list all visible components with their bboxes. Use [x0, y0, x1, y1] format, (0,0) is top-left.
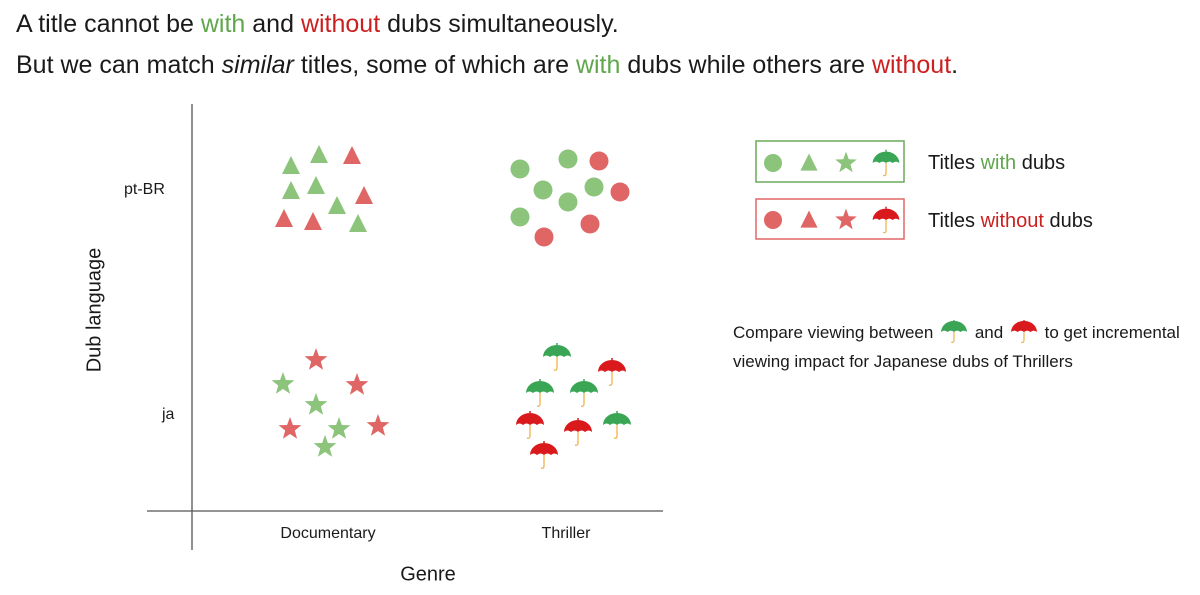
headline-line1-segment-0: A title cannot be: [16, 10, 201, 38]
triangle-marker-with-icon: [328, 196, 346, 214]
legend-with-pre: Titles: [928, 152, 981, 174]
headline-line2-segment-0: But we can match: [16, 51, 222, 79]
note-part-1: Compare viewing between: [733, 323, 934, 342]
legend-with-box: [755, 140, 905, 183]
umbrella-marker-with-icon: [603, 411, 631, 439]
star-marker-without-icon: [278, 417, 302, 439]
group-documentary-pt-br: [275, 145, 373, 232]
circle-marker-with-icon: [558, 149, 578, 169]
umbrella-marker-without-icon: [530, 441, 558, 469]
star-marker-with-icon: [271, 372, 295, 394]
umbrella-marker-with-icon: [543, 343, 571, 371]
triangle-marker-with-icon: [310, 145, 328, 163]
group-thriller-ja: [516, 343, 631, 469]
headline-line2-segment-3: with: [575, 51, 621, 79]
headline-line1-segment-4: dubs simultaneously.: [380, 10, 619, 38]
headline-line1-segment-2: and: [245, 10, 301, 38]
group-documentary-ja: [271, 348, 390, 457]
star-marker-with-icon: [304, 393, 328, 415]
note-part-2: and: [974, 323, 1004, 342]
triangle-marker-without-icon: [800, 210, 818, 228]
circle-marker-with-icon: [510, 207, 530, 227]
y-axis-label: Dub language: [83, 247, 106, 373]
legend-with-accent: with: [980, 152, 1017, 174]
circle-marker-without-icon: [763, 210, 783, 230]
circle-marker-without-icon: [589, 151, 609, 171]
star-marker-without-icon: [304, 348, 328, 370]
x-tick-documentary: Documentary: [280, 525, 376, 542]
group-thriller-pt-br: [510, 149, 630, 247]
y-tick-ja: ja: [162, 406, 175, 423]
legend-icons: [763, 149, 900, 234]
circle-marker-with-icon: [584, 177, 604, 197]
legend-with-post: dubs: [1016, 152, 1066, 174]
marker-layer: [271, 145, 631, 469]
umbrella-marker-with-icon: [570, 379, 598, 407]
legend-without-accent: without: [980, 210, 1044, 232]
y-tick-pt-br: pt-BR: [124, 181, 165, 198]
umbrella-marker-without-icon: [564, 418, 592, 446]
legend-without-post: dubs: [1043, 210, 1093, 232]
headline-line1-segment-1: with: [200, 10, 246, 38]
umbrella-marker-without-icon: [872, 206, 900, 234]
headline-line1-segment-3: without: [300, 10, 381, 38]
headline-line2-segment-2: titles, some of which are: [293, 51, 576, 79]
umbrella-marker-without-icon: [516, 411, 544, 439]
star-marker-without-icon: [345, 373, 369, 395]
triangle-marker-without-icon: [275, 209, 293, 227]
umbrella-green-icon: [941, 320, 968, 343]
legend-with-label: Titles with dubs: [928, 152, 1065, 175]
umbrella-red-icon: [1010, 320, 1037, 343]
triangle-marker-with-icon: [800, 153, 818, 171]
star-marker-with-icon: [313, 435, 337, 457]
note-part-3: to get incremental viewing impact for Ja…: [733, 323, 1180, 371]
circle-marker-with-icon: [763, 153, 783, 173]
triangle-marker-with-icon: [282, 156, 300, 174]
umbrella-marker-with-icon: [526, 379, 554, 407]
circle-marker-with-icon: [510, 159, 530, 179]
comparison-note: Compare viewing between and to get incre…: [733, 318, 1193, 376]
star-marker-without-icon: [366, 414, 390, 436]
star-marker-with-icon: [327, 417, 351, 439]
x-tick-thriller: Thriller: [541, 525, 591, 542]
umbrella-marker-with-icon: [872, 149, 900, 177]
umbrella-marker-without-icon: [598, 358, 626, 386]
headline-line-1: A title cannot be with and without dubs …: [16, 10, 619, 39]
circle-marker-with-icon: [533, 180, 553, 200]
triangle-marker-without-icon: [355, 186, 373, 204]
triangle-marker-without-icon: [304, 212, 322, 230]
legend-without-pre: Titles: [928, 210, 981, 232]
triangle-marker-with-icon: [349, 214, 367, 232]
headline-line2-segment-1: similar: [221, 51, 294, 79]
headline-line2-segment-4: dubs while others are: [620, 51, 872, 79]
star-marker-with-icon: [835, 151, 857, 173]
circle-marker-with-icon: [558, 192, 578, 212]
circle-marker-without-icon: [534, 227, 554, 247]
circle-marker-without-icon: [580, 214, 600, 234]
legend-without-box: [755, 198, 905, 240]
triangle-marker-with-icon: [307, 176, 325, 194]
triangle-marker-with-icon: [282, 181, 300, 199]
circle-marker-without-icon: [610, 182, 630, 202]
triangle-marker-without-icon: [343, 146, 361, 164]
headline-line2-segment-5: without: [871, 51, 952, 79]
x-axis-label: Genre: [400, 563, 456, 586]
legend-without-label: Titles without dubs: [928, 210, 1093, 233]
headline-line2-segment-6: .: [951, 51, 959, 79]
headline-line-2: But we can match similar titles, some of…: [16, 51, 958, 80]
star-marker-without-icon: [835, 208, 857, 230]
